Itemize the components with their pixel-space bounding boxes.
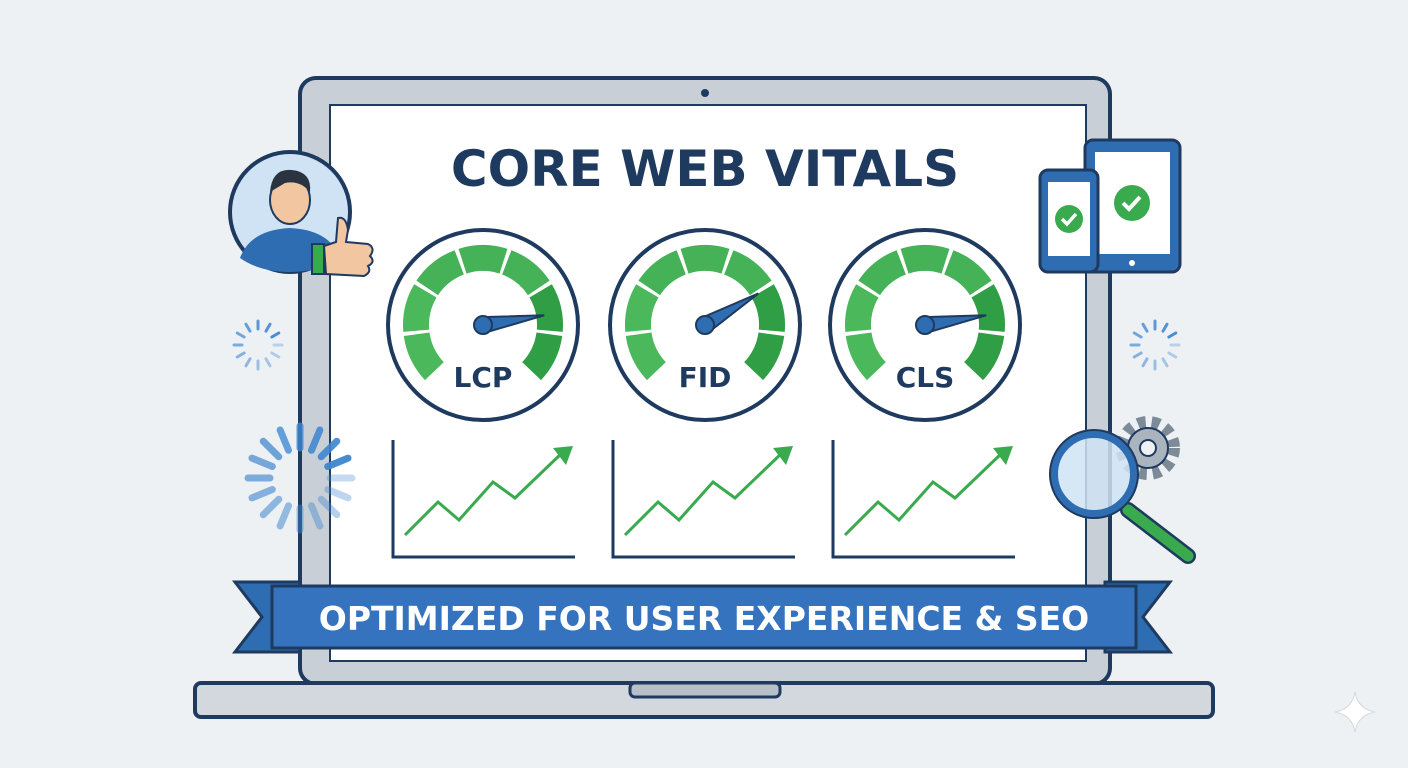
trend-line (843, 450, 1005, 537)
chart-axes (391, 440, 575, 559)
gauges: LCP FID CLS (386, 228, 1022, 422)
gauge-segment (944, 250, 992, 296)
gauge-fid: FID (608, 228, 802, 422)
gauge-segment (638, 250, 686, 296)
user-avatar (228, 150, 374, 278)
magnifier-gear-icon (1049, 416, 1196, 564)
trend-line (623, 450, 785, 537)
trend-chart (831, 440, 1015, 559)
chart-axes (611, 440, 795, 559)
needle-hub (695, 315, 715, 335)
trend-charts (391, 440, 1015, 559)
arrow-head-icon (993, 446, 1013, 465)
chart-axes (831, 440, 1015, 559)
gauge-segment (416, 250, 464, 296)
spinner-icon (1129, 319, 1181, 371)
gauge-segment (900, 245, 950, 274)
gauge-segment (625, 284, 659, 332)
trend-chart (391, 440, 575, 559)
webcam-icon (701, 89, 709, 97)
gauge-segment (403, 284, 437, 332)
gauge-segment (751, 284, 785, 332)
spinner-icon (244, 422, 356, 534)
gauge-segment (845, 332, 886, 381)
spinner-icon (232, 319, 284, 371)
arrow-head-icon (553, 446, 573, 465)
gauge-segment (724, 250, 772, 296)
laptop-notch (628, 681, 782, 699)
gauge-label: LCP (454, 361, 513, 394)
gauge-cls: CLS (828, 228, 1022, 422)
user-hair (270, 169, 311, 192)
gauge-segment (458, 245, 508, 274)
gauge-segment (403, 332, 444, 381)
page-title: CORE WEB VITALS (451, 140, 959, 198)
sparkle-icon (1334, 691, 1376, 733)
gauge-segment (845, 284, 879, 332)
gauge-segment (964, 332, 1005, 381)
gauge-segment (858, 250, 906, 296)
gauge-segment (971, 284, 1005, 332)
loading-spinners (232, 319, 1181, 534)
trend-line (403, 450, 565, 537)
gauge-segment (625, 332, 666, 381)
banner: OPTIMIZED FOR USER EXPERIENCE & SEO (231, 580, 1174, 654)
thumbs-up-icon (311, 216, 374, 278)
gauge-segment (744, 332, 785, 381)
banner-text: OPTIMIZED FOR USER EXPERIENCE & SEO (319, 599, 1089, 638)
needle-hub (915, 315, 935, 335)
mobile-devices (1038, 138, 1182, 274)
needle-hub (473, 315, 493, 335)
gear-icon (1116, 416, 1180, 480)
gauge-segment (502, 250, 550, 296)
banner-band (270, 584, 1138, 650)
gauge-segment (529, 284, 564, 332)
gauge-segment (680, 245, 730, 274)
check-icon (1055, 205, 1083, 233)
gauge-label: FID (679, 361, 732, 394)
trend-chart (611, 440, 795, 559)
gauge-segment (522, 332, 563, 381)
gauge-label: CLS (896, 361, 955, 394)
arrow-head-icon (773, 446, 793, 465)
gauge-lcp: LCP (386, 228, 580, 422)
